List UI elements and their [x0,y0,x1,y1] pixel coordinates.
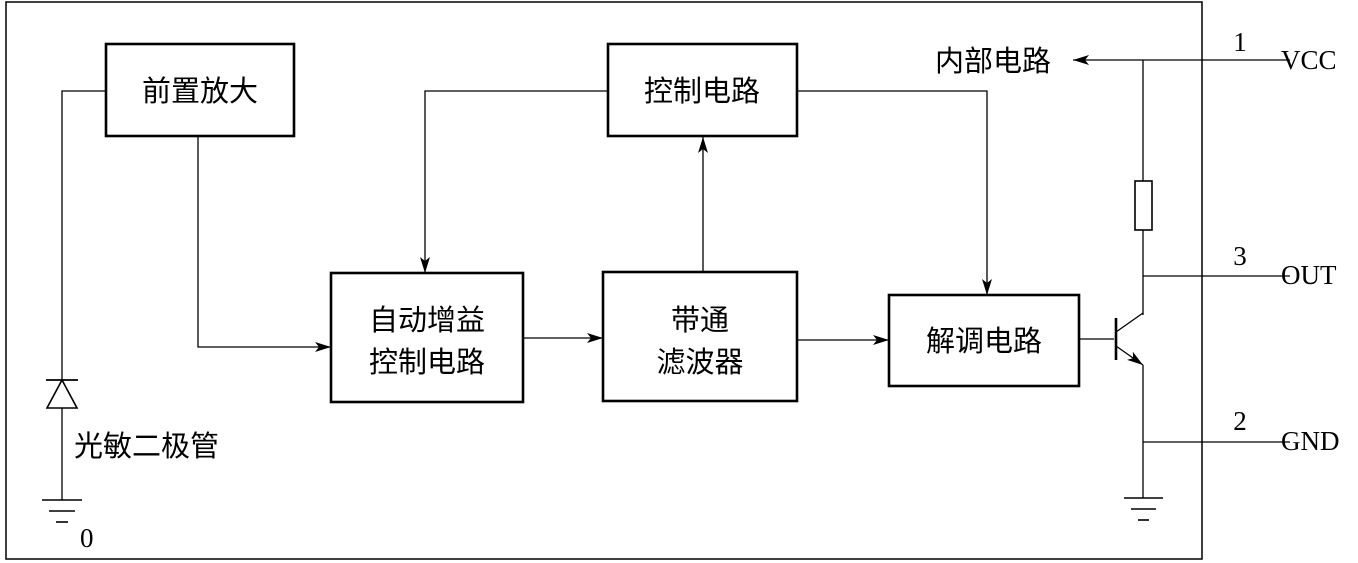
label-preamp: 前置放大 [142,74,258,108]
label-demod: 解调电路 [926,324,1042,358]
label-ground-zero: 0 [80,523,94,553]
output-transistor [1114,312,1144,366]
pin-name-vcc: VCC [1281,45,1337,75]
photodiode-symbol [45,378,79,409]
label-agc-line1: 自动增益 [369,303,485,337]
label-agc-line2: 控制电路 [369,345,485,379]
pin-number-gnd: 2 [1233,406,1247,436]
ground-symbol-left [42,499,82,523]
pullup-resistor [1134,180,1153,231]
pin-number-vcc: 1 [1233,27,1247,57]
block-control: 控制电路 [606,42,799,138]
wire-control-agc [420,90,608,273]
block-preamp: 前置放大 [104,42,296,138]
wire-diode-preamp [61,90,106,500]
block-demod: 解调电路 [887,293,1081,388]
label-photodiode: 光敏二极管 [74,429,219,463]
label-control: 控制电路 [644,74,760,108]
pin-name-gnd: GND [1281,426,1340,456]
label-internal-circuit: 内部电路 [935,44,1051,78]
label-bandpass-line2: 滤波器 [656,345,743,379]
block-agc: 自动增益 控制电路 [329,271,525,404]
wire-preamp-agc [197,136,331,352]
pin-number-out: 3 [1233,241,1247,271]
wire-control-demod [797,90,992,295]
pin-name-out: OUT [1281,260,1337,290]
label-bandpass-line1: 带通 [671,303,729,337]
block-bandpass: 带通 滤波器 [601,270,799,403]
ground-symbol-right [1124,497,1163,521]
chip-frame [5,1,1203,560]
